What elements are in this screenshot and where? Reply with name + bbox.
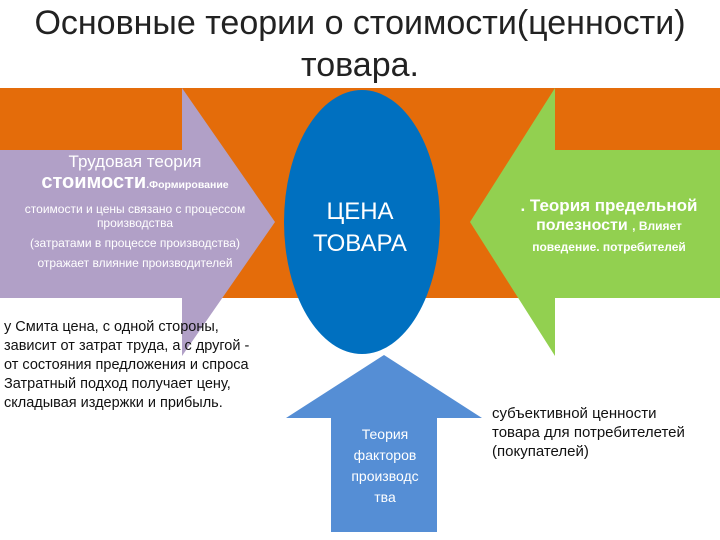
labor-theory-subheading-tail: .Формирование xyxy=(146,179,229,191)
smith-line: от состояния предложения и спроса xyxy=(4,357,249,373)
factors-line: производс xyxy=(351,468,419,484)
title-line-1: Основные теории о стоимости(ценности) xyxy=(34,4,686,42)
marginal-utility-text: . Теория предельной полезности , Влияет … xyxy=(500,196,718,255)
marginal-utility-line-1: . Теория предельной xyxy=(520,196,698,215)
marginal-utility-line-3: поведение. потребителей xyxy=(532,240,686,254)
marginal-utility-arrow xyxy=(470,88,720,356)
title-line-2: товара. xyxy=(301,46,419,84)
factors-theory-text: Теория факторов производс тва xyxy=(330,424,440,508)
labor-theory-arrow xyxy=(0,88,275,356)
smith-line: складывая издержки и прибыль. xyxy=(4,395,223,411)
labor-theory-line-2: (затратами в процессе производства) xyxy=(30,236,240,250)
smith-line: зависит от затрат труда, а с другой - xyxy=(4,338,250,354)
price-label: ЦЕНА ТОВАРА xyxy=(300,196,420,260)
subjective-line: субъективной ценности xyxy=(492,405,657,422)
price-label-line-1: ЦЕНА xyxy=(326,198,394,225)
smith-text: у Смита цена, с одной стороны, зависит о… xyxy=(4,318,304,413)
marginal-utility-line-2: полезности xyxy=(536,217,628,234)
factors-line: тва xyxy=(374,489,396,505)
factors-line: Теория xyxy=(361,426,409,442)
factors-line: факторов xyxy=(353,447,417,463)
slide-title: Основные теории о стоимости(ценности) то… xyxy=(0,2,720,86)
price-circle xyxy=(284,90,440,354)
labor-theory-text: Трудовая теория стоимости.Формирование с… xyxy=(4,152,266,270)
smith-line: у Смита цена, с одной стороны, xyxy=(4,319,219,335)
marginal-utility-line-2-row: полезности , Влияет xyxy=(500,216,718,236)
labor-theory-subheading: стоимости xyxy=(41,171,147,193)
labor-theory-heading: Трудовая теория xyxy=(68,152,202,171)
price-label-line-2: ТОВАРА xyxy=(313,230,407,257)
subjective-line: (покупателей) xyxy=(492,443,589,460)
labor-theory-line-3: отражает влияние производителей xyxy=(37,256,233,270)
marginal-utility-line-2-tail: , Влияет xyxy=(632,219,682,233)
factors-arrow xyxy=(286,355,482,532)
subjective-value-text: субъективной ценности товара для потреби… xyxy=(492,404,720,461)
labor-theory-line-1: стоимости и цены связано с процессом про… xyxy=(24,202,246,230)
subjective-line: товара для потребителетей xyxy=(492,424,685,441)
smith-line: Затратный подход получает цену, xyxy=(4,376,231,392)
labor-theory-subheading-row: стоимости.Формирование xyxy=(4,171,266,194)
